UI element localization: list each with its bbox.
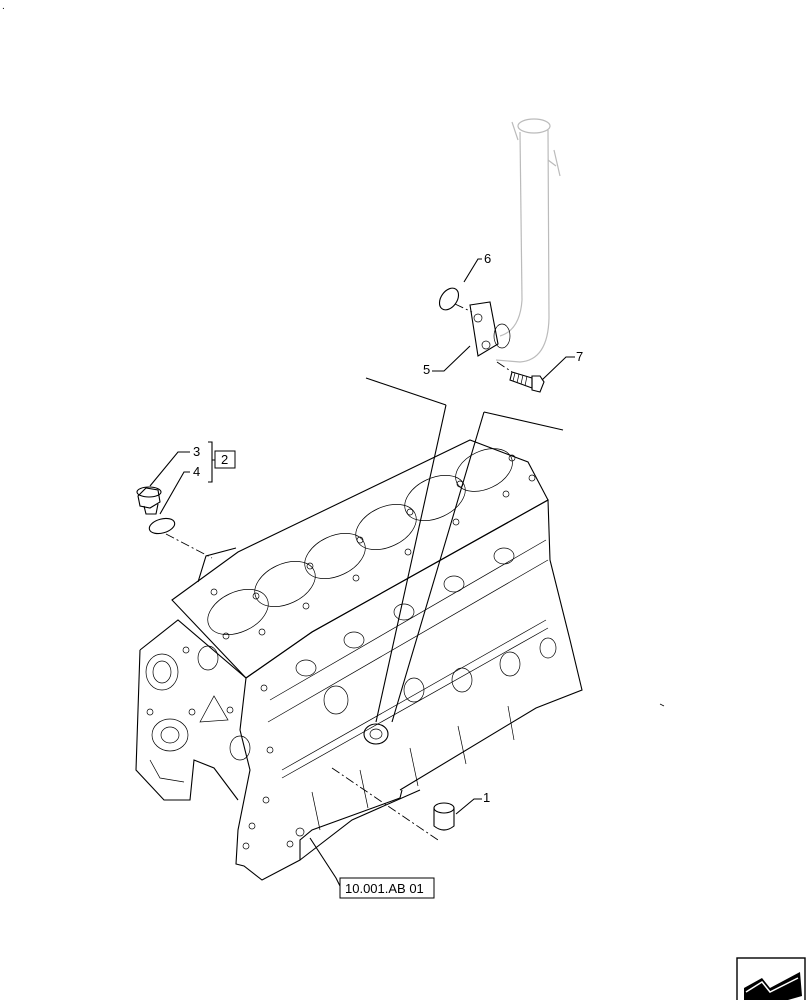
- bolt-part-7: [496, 361, 545, 393]
- plug-centerline: [165, 533, 213, 559]
- engine-block: [135, 439, 583, 881]
- plug-part-3: [136, 486, 162, 515]
- callout-4: 4: [193, 464, 200, 479]
- callout-2-kit-box: 2: [212, 450, 236, 469]
- callout-7: 7: [576, 349, 583, 364]
- callout-1: 1: [483, 790, 490, 805]
- callout-5: 5: [423, 362, 430, 377]
- next-page-arrow-icon[interactable]: [736, 957, 806, 1000]
- callout-2: 2: [221, 452, 228, 467]
- dipstick-tube-part-5: [469, 118, 561, 363]
- o-ring-part-6: [438, 287, 473, 313]
- plug-1-centerline: [331, 767, 439, 841]
- leader-lines: [149, 258, 575, 887]
- plug-part-1: [433, 802, 455, 831]
- callout-6: 6: [484, 251, 491, 266]
- corner-mark: .: [2, 1, 5, 12]
- o-ring-part-4: [148, 517, 176, 535]
- detail-wedge-lines: [365, 377, 564, 723]
- callout-3: 3: [193, 444, 200, 459]
- reference-link-label: 10.001.AB 01: [345, 881, 424, 896]
- stray-mark: [659, 703, 665, 707]
- reference-link-10-001-ab-01[interactable]: 10.001.AB 01: [339, 877, 435, 899]
